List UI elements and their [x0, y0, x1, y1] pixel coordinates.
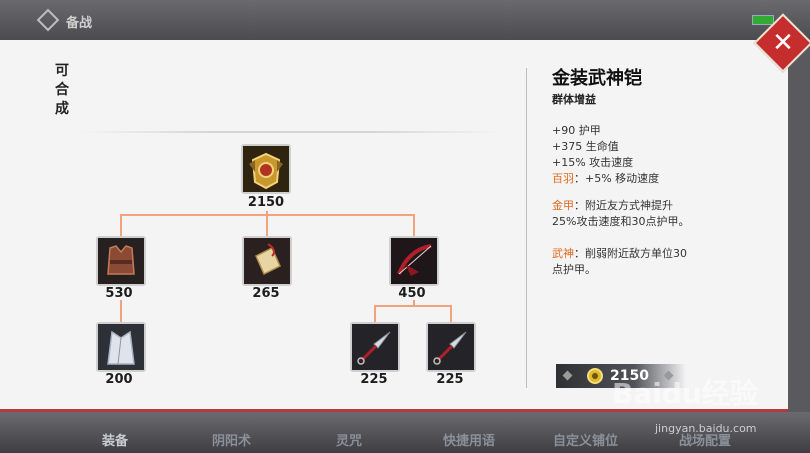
price-label: 450: [398, 286, 426, 301]
tree-connector: [266, 211, 268, 215]
bonus-text: ：+5% 移动速度: [574, 172, 660, 185]
item-red-bow[interactable]: [389, 236, 439, 286]
tree-connector: [374, 305, 452, 307]
price-label: 225: [360, 372, 388, 387]
item-name: 金装武神铠: [552, 68, 642, 89]
tab-equipment[interactable]: 装备: [102, 434, 129, 449]
synthesizable-label: 可 合 成: [55, 63, 69, 117]
bonus-tag: 百羽: [552, 172, 574, 185]
price-label: 265: [252, 286, 280, 301]
top-bar: [0, 0, 810, 40]
stat-bonus: 百羽：+5% 移动速度: [552, 170, 659, 186]
passive2-tag: 武神: [552, 247, 574, 260]
watermark-url: jingyan.baidu.com: [655, 422, 757, 435]
item-white-robe[interactable]: [96, 322, 146, 372]
bottom-bar: [0, 412, 810, 453]
item-golden-armor[interactable]: [241, 144, 291, 194]
passive2-text: ：削弱附近敌方单位30点护甲。: [552, 247, 687, 276]
kunai-icon: [352, 324, 398, 370]
tree-connector: [266, 214, 268, 236]
price-label: 530: [105, 286, 133, 301]
stat-attack-speed: +15% 攻击速度: [552, 156, 634, 169]
section-divider: [80, 131, 500, 133]
stat-armor: +90 护甲: [552, 124, 601, 137]
price-label: 2150: [247, 195, 285, 210]
cost-value: 2150: [610, 368, 649, 384]
tab-curses[interactable]: 灵咒: [336, 434, 363, 449]
tab-battle-config[interactable]: 战场配置: [679, 434, 732, 449]
tree-connector: [413, 300, 415, 306]
item-leather-vest[interactable]: [96, 236, 146, 286]
battery-icon: [752, 15, 774, 25]
price-label: 225: [436, 372, 464, 387]
item-scroll-card[interactable]: [242, 236, 292, 286]
white-robe-icon: [98, 324, 144, 370]
item-kunai[interactable]: [426, 322, 476, 372]
item-subtitle: 群体增益: [552, 93, 596, 106]
red-bow-icon: [391, 238, 437, 284]
golden-armor-icon: [243, 146, 289, 192]
gold-coin-icon: [587, 368, 603, 384]
passive1-tag: 金甲: [552, 199, 574, 212]
watermark-brand: Baidu经验: [612, 377, 758, 410]
tree-connector: [120, 214, 122, 236]
tab-quick-chat[interactable]: 快捷用语: [443, 434, 496, 449]
tab-custom-layout[interactable]: 自定义铺位: [553, 434, 619, 449]
top-title: 备战: [66, 16, 93, 31]
passive1-text: ：附近友方式神提升25%攻击速度和30点护甲。: [552, 199, 690, 228]
tree-connector: [450, 305, 452, 322]
leather-vest-icon: [98, 238, 144, 284]
tree-connector: [120, 300, 122, 322]
price-label: 200: [105, 372, 133, 387]
panel-divider: [526, 68, 527, 388]
scroll-card-icon: [244, 238, 290, 284]
kunai-icon: [428, 324, 474, 370]
tree-connector: [374, 305, 376, 322]
close-icon[interactable]: ✕: [772, 28, 794, 58]
tab-onmyoji-spells[interactable]: 阴阳术: [212, 434, 252, 449]
passive-description: 金甲：附近友方式神提升25%攻击速度和30点护甲。 武神：削弱附近敌方单位30点…: [552, 198, 692, 288]
stat-hp: +375 生命值: [552, 140, 619, 153]
tree-connector: [413, 214, 415, 236]
item-kunai[interactable]: [350, 322, 400, 372]
